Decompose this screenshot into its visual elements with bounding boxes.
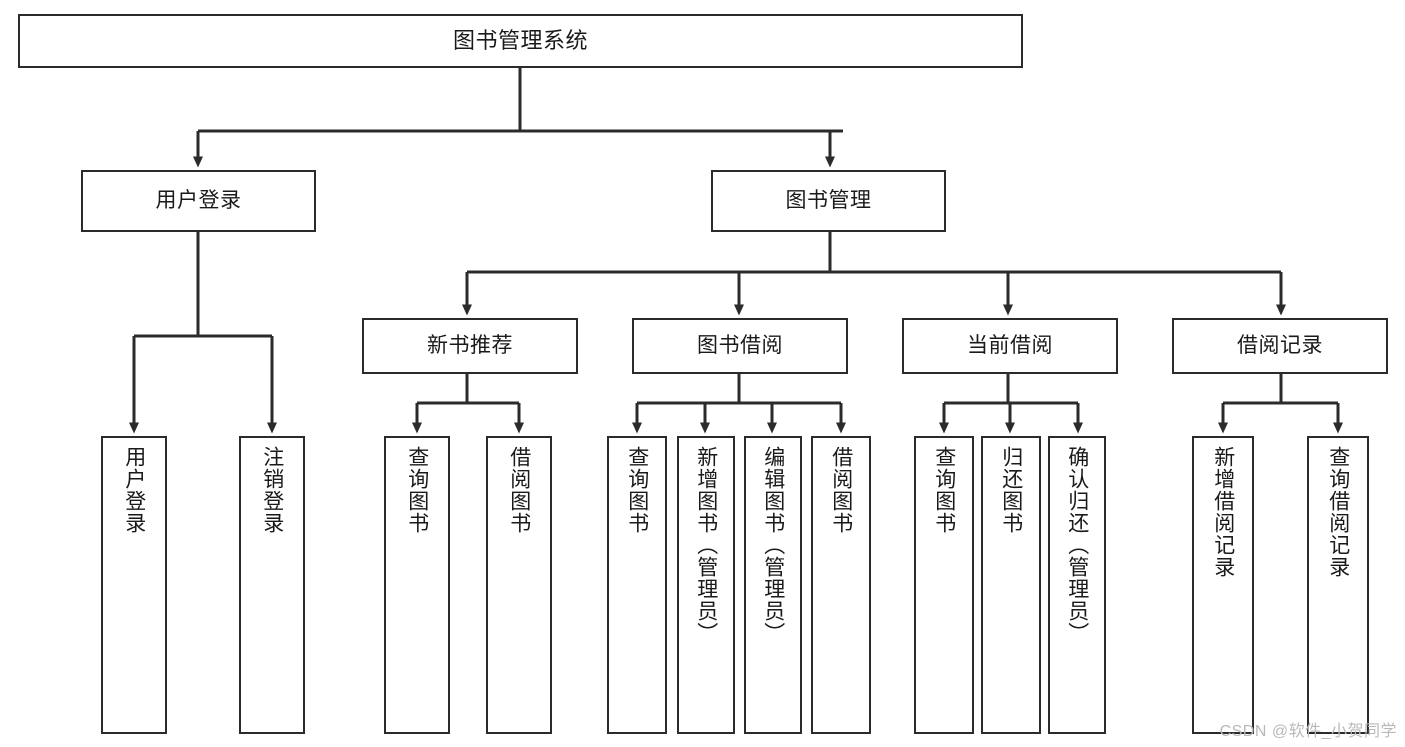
node-borrow-record[interactable]: 借阅记录	[1172, 318, 1388, 374]
node-book-borrow[interactable]: 图书借阅	[632, 318, 848, 374]
leaf-book-borrow-1[interactable]: 查询图书	[607, 436, 667, 734]
leaf-user-login-2-label: 注销登录	[260, 446, 284, 534]
csdn-watermark: CSDN @软件_小贺同学	[1219, 723, 1397, 740]
node-book-borrow-label: 图书借阅	[697, 334, 783, 358]
leaf-new-book-rec-1-label: 查询图书	[405, 446, 429, 534]
node-root[interactable]: 图书管理系统	[18, 14, 1023, 68]
node-new-book-rec-label: 新书推荐	[427, 334, 513, 358]
leaf-book-borrow-3[interactable]: 编辑图书（管理员）	[744, 436, 802, 734]
leaf-current-borrow-3-label: 确认归还（管理员）	[1065, 446, 1089, 644]
node-root-label: 图书管理系统	[452, 27, 588, 53]
leaf-user-login-2[interactable]: 注销登录	[239, 436, 305, 734]
leaf-user-login-1-label: 用户登录	[122, 446, 146, 534]
leaf-book-borrow-3-label: 编辑图书（管理员）	[761, 446, 785, 644]
node-user-login[interactable]: 用户登录	[81, 170, 316, 232]
leaf-current-borrow-3[interactable]: 确认归还（管理员）	[1048, 436, 1106, 734]
leaf-book-borrow-4-label: 借阅图书	[829, 446, 853, 534]
leaf-current-borrow-2-label: 归还图书	[999, 446, 1023, 534]
node-current-borrow[interactable]: 当前借阅	[902, 318, 1118, 374]
leaf-user-login-1[interactable]: 用户登录	[101, 436, 167, 734]
node-book-manage[interactable]: 图书管理	[711, 170, 946, 232]
leaf-borrow-record-2-label: 查询借阅记录	[1326, 446, 1350, 578]
node-current-borrow-label: 当前借阅	[967, 334, 1053, 358]
leaf-new-book-rec-2-label: 借阅图书	[507, 446, 531, 534]
leaf-book-borrow-1-label: 查询图书	[625, 446, 649, 534]
leaf-new-book-rec-1[interactable]: 查询图书	[384, 436, 450, 734]
leaf-current-borrow-1-label: 查询图书	[932, 446, 956, 534]
leaf-new-book-rec-2[interactable]: 借阅图书	[486, 436, 552, 734]
leaf-borrow-record-1[interactable]: 新增借阅记录	[1192, 436, 1254, 734]
leaf-book-borrow-2-label: 新增图书（管理员）	[694, 446, 718, 644]
leaf-current-borrow-2[interactable]: 归还图书	[981, 436, 1041, 734]
leaf-book-borrow-4[interactable]: 借阅图书	[811, 436, 871, 734]
node-user-login-label: 用户登录	[155, 189, 242, 213]
node-borrow-record-label: 借阅记录	[1237, 334, 1323, 358]
leaf-borrow-record-1-label: 新增借阅记录	[1211, 446, 1235, 578]
leaf-borrow-record-2[interactable]: 查询借阅记录	[1307, 436, 1369, 734]
leaf-book-borrow-2[interactable]: 新增图书（管理员）	[677, 436, 735, 734]
node-new-book-rec[interactable]: 新书推荐	[362, 318, 578, 374]
node-book-manage-label: 图书管理	[785, 189, 872, 213]
leaf-current-borrow-1[interactable]: 查询图书	[914, 436, 974, 734]
